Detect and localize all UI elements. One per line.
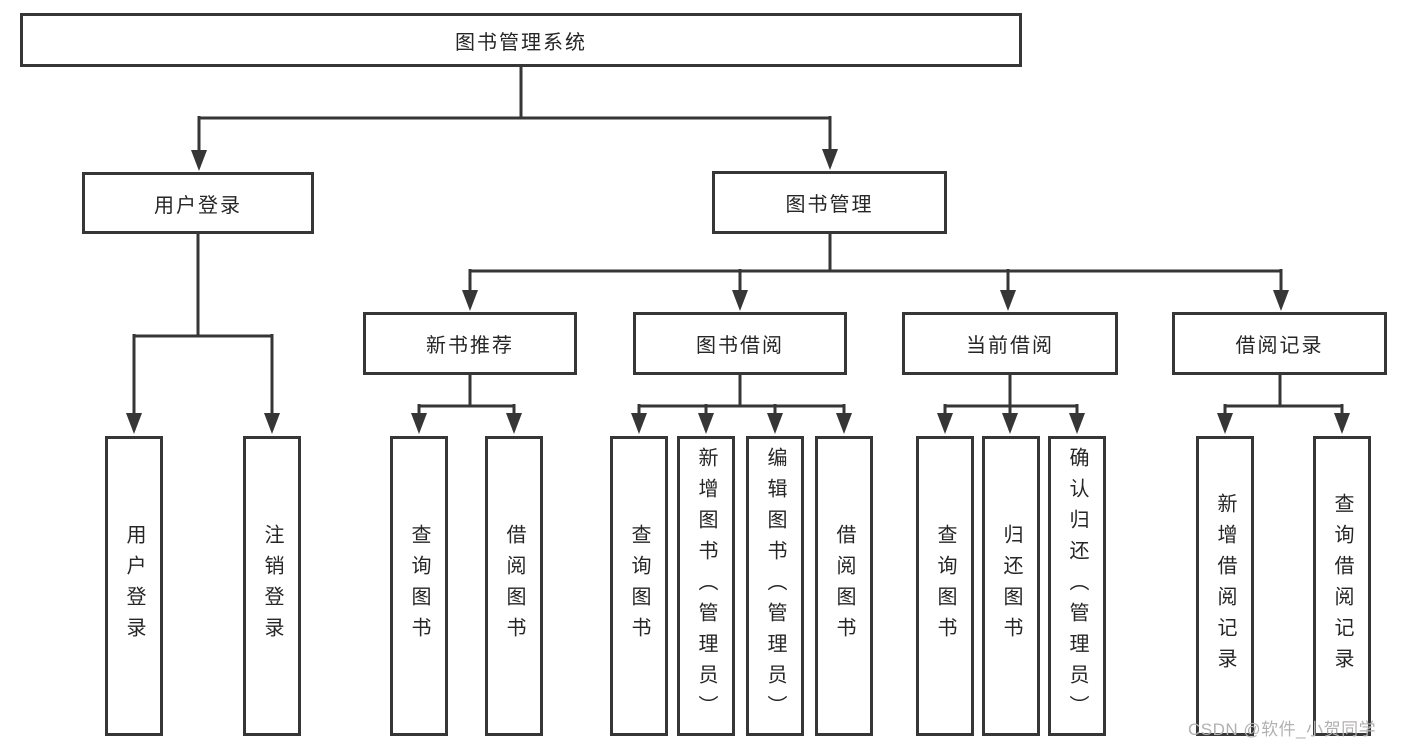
node-book-management: 图书管理 [712,171,947,234]
node-book-borrow-label: 图书借阅 [696,335,784,357]
node-book-management-label: 图书管理 [785,194,874,216]
node-user-login: 用户登录 [82,172,314,234]
node-library-system: 图书管理系统 [20,13,1022,67]
csdn-watermark: CSDN @软件_小贺同学 [1188,720,1377,739]
leaf-query-borrow-record-label: 查询借阅记录 [1331,493,1353,679]
leaf-confirm-return-admin-label: 确认归还（管理员） [1066,446,1088,726]
leaf-add-borrow-record-label: 新增借阅记录 [1214,493,1236,679]
leaf-borrow-books-borrow-label: 借阅图书 [833,524,855,648]
leaf-confirm-return-admin: 确认归还（管理员） [1048,436,1106,736]
leaf-add-book-admin: 新增图书（管理员） [677,436,735,736]
leaf-return-books: 归还图书 [982,436,1040,736]
node-user-login-label: 用户登录 [154,194,242,217]
leaf-query-books-current-label: 查询图书 [934,524,956,648]
leaf-user-login-label: 用户登录 [123,524,145,648]
leaf-add-borrow-record: 新增借阅记录 [1196,436,1254,736]
leaf-borrow-books-recommend: 借阅图书 [485,436,543,736]
leaf-borrow-books-borrow: 借阅图书 [815,436,873,736]
leaf-edit-book-admin-label: 编辑图书（管理员） [764,446,786,726]
leaf-user-login: 用户登录 [105,436,163,736]
node-book-borrow: 图书借阅 [633,312,847,375]
node-library-system-label: 图书管理系统 [455,31,587,54]
node-borrow-records-label: 借阅记录 [1235,335,1324,357]
leaf-query-books-borrow-label: 查询图书 [628,524,650,648]
leaf-query-borrow-record: 查询借阅记录 [1313,436,1371,736]
leaf-borrow-books-recommend-label: 借阅图书 [503,524,525,648]
leaf-query-books-current: 查询图书 [916,436,974,736]
node-current-borrow: 当前借阅 [902,312,1118,375]
arrowheads [126,149,1350,434]
leaf-logout: 注销登录 [243,436,301,736]
leaf-query-books-recommend: 查询图书 [390,436,448,736]
leaf-query-books-recommend-label: 查询图书 [408,524,430,648]
leaf-query-books-borrow: 查询图书 [610,436,668,736]
leaf-edit-book-admin: 编辑图书（管理员） [746,436,804,736]
leaf-logout-label: 注销登录 [261,524,283,648]
node-borrow-records: 借阅记录 [1172,312,1387,375]
node-current-borrow-label: 当前借阅 [966,335,1054,357]
node-new-book-recommend: 新书推荐 [363,312,577,375]
leaf-return-books-label: 归还图书 [1000,524,1022,648]
node-new-book-recommend-label: 新书推荐 [426,335,514,357]
leaf-add-book-admin-label: 新增图书（管理员） [695,446,717,726]
